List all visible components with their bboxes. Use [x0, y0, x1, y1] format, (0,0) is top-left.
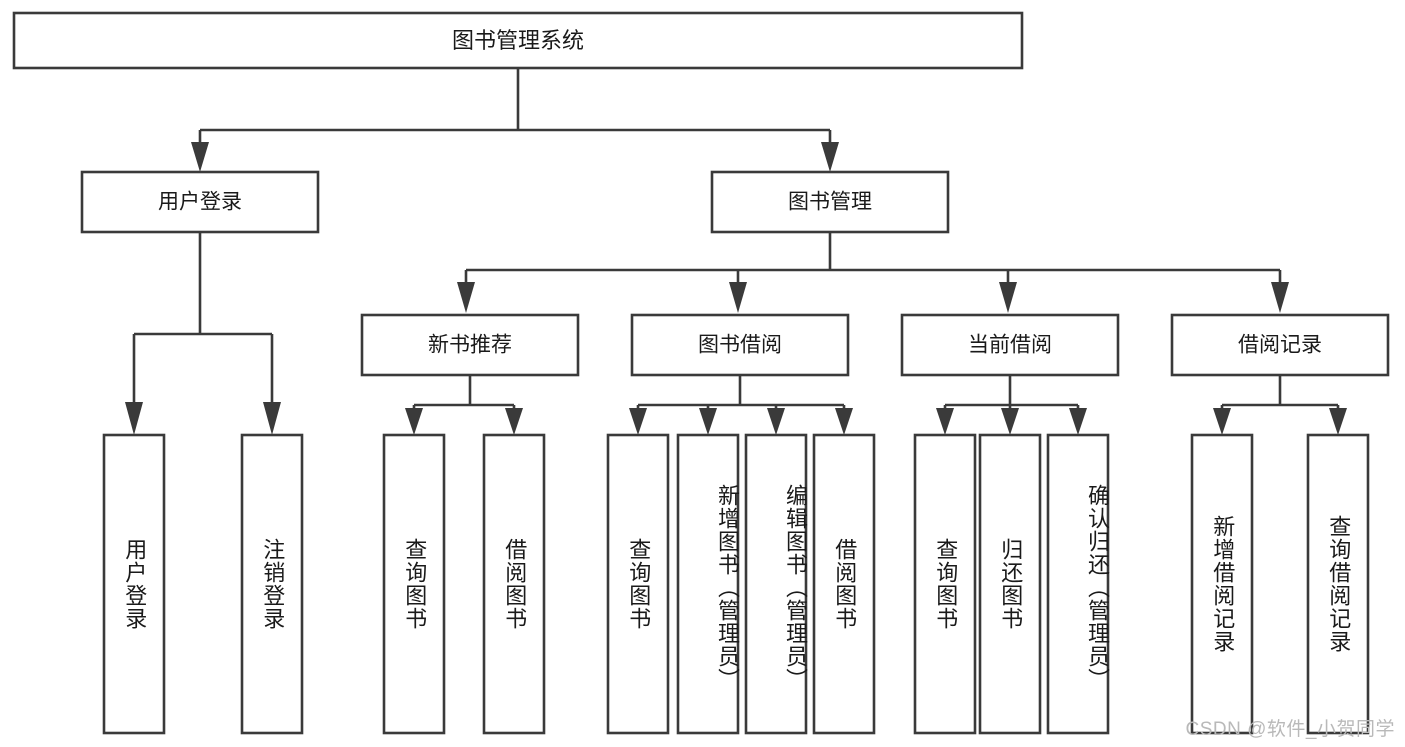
node-book-borrow[interactable]: 图书借阅 — [630, 313, 850, 377]
leaf-box-user-login-2[interactable] — [240, 433, 304, 735]
leaf-box-new-book-2[interactable] — [482, 433, 546, 735]
node-new-book-recommend[interactable]: 新书推荐 — [360, 313, 580, 377]
node-user-login-label: 用户登录 — [158, 191, 242, 214]
node-book-borrow-label: 图书借阅 — [698, 334, 782, 357]
node-book-management-label: 图书管理 — [788, 191, 872, 214]
arrow-head-leaf-borrow-record-2 — [1329, 408, 1347, 435]
arrow-head-leaf-book-borrow-4 — [835, 408, 853, 435]
leaf-box-borrow-record-1[interactable] — [1190, 433, 1254, 735]
arrow-head-book-borrow — [729, 282, 747, 313]
arrow-head-leaf-current-borrow-2 — [1001, 408, 1019, 435]
connector-group-book-mgmt — [457, 232, 1289, 313]
node-new-book-recommend-label: 新书推荐 — [428, 334, 512, 357]
node-book-borrow-box[interactable] — [630, 313, 850, 377]
leaf-box-book-borrow-4[interactable] — [812, 433, 876, 735]
arrow-head-leaf-current-borrow-3 — [1069, 408, 1087, 435]
node-borrow-record-label: 借阅记录 — [1238, 334, 1322, 357]
connector-group-current-borrow — [936, 375, 1087, 435]
leaf-box-group — [102, 433, 1370, 735]
node-borrow-record-box[interactable] — [1170, 313, 1390, 377]
arrow-head-user-login — [191, 142, 209, 172]
leaf-box-current-borrow-2[interactable] — [978, 433, 1042, 735]
arrow-head-leaf-user-login-1 — [125, 402, 143, 435]
node-root-label: 图书管理系统 — [452, 28, 584, 53]
node-new-book-recommend-box[interactable] — [360, 313, 580, 377]
arrow-head-leaf-book-borrow-3 — [767, 408, 785, 435]
leaf-box-book-borrow-2[interactable] — [676, 433, 740, 735]
arrow-head-new-book — [457, 282, 475, 313]
node-current-borrow[interactable]: 当前借阅 — [900, 313, 1120, 377]
arrow-head-borrow-record — [1271, 282, 1289, 313]
arrow-head-leaf-book-borrow-1 — [629, 408, 647, 435]
leaf-box-new-book-1[interactable] — [382, 433, 446, 735]
arrow-head-leaf-new-book-1 — [405, 408, 423, 435]
arrow-head-leaf-new-book-2 — [505, 408, 523, 435]
node-user-login[interactable]: 用户登录 — [80, 170, 320, 234]
node-book-management[interactable]: 图书管理 — [710, 170, 950, 234]
node-root[interactable]: 图书管理系统 — [12, 11, 1024, 70]
watermark-text: CSDN @软件_小贺同学 — [1185, 719, 1395, 740]
arrow-head-leaf-current-borrow-1 — [936, 408, 954, 435]
leaf-box-current-borrow-1[interactable] — [913, 433, 977, 735]
node-borrow-record[interactable]: 借阅记录 — [1170, 313, 1390, 377]
connector-group-root — [191, 68, 839, 172]
arrow-head-current-borrow — [999, 282, 1017, 313]
node-root-box[interactable] — [12, 11, 1024, 70]
leaf-box-user-login-1[interactable] — [102, 433, 166, 735]
leaf-box-book-borrow-1[interactable] — [606, 433, 670, 735]
arrow-head-leaf-book-borrow-2 — [699, 408, 717, 435]
connector-group-user-login — [125, 232, 281, 435]
node-current-borrow-label: 当前借阅 — [968, 334, 1052, 357]
node-current-borrow-box[interactable] — [900, 313, 1120, 377]
node-user-login-box[interactable] — [80, 170, 320, 234]
arrow-head-book-mgmt — [821, 142, 839, 172]
leaf-box-book-borrow-3[interactable] — [744, 433, 808, 735]
arrow-head-leaf-user-login-2 — [263, 402, 281, 435]
connector-group-new-book — [405, 375, 523, 435]
arrow-head-leaf-borrow-record-1 — [1213, 408, 1231, 435]
leaf-box-current-borrow-3[interactable] — [1046, 433, 1110, 735]
connector-group-borrow-record — [1213, 375, 1347, 435]
leaf-box-borrow-record-2[interactable] — [1306, 433, 1370, 735]
connector-group-book-borrow — [629, 375, 853, 435]
node-book-management-box[interactable] — [710, 170, 950, 234]
